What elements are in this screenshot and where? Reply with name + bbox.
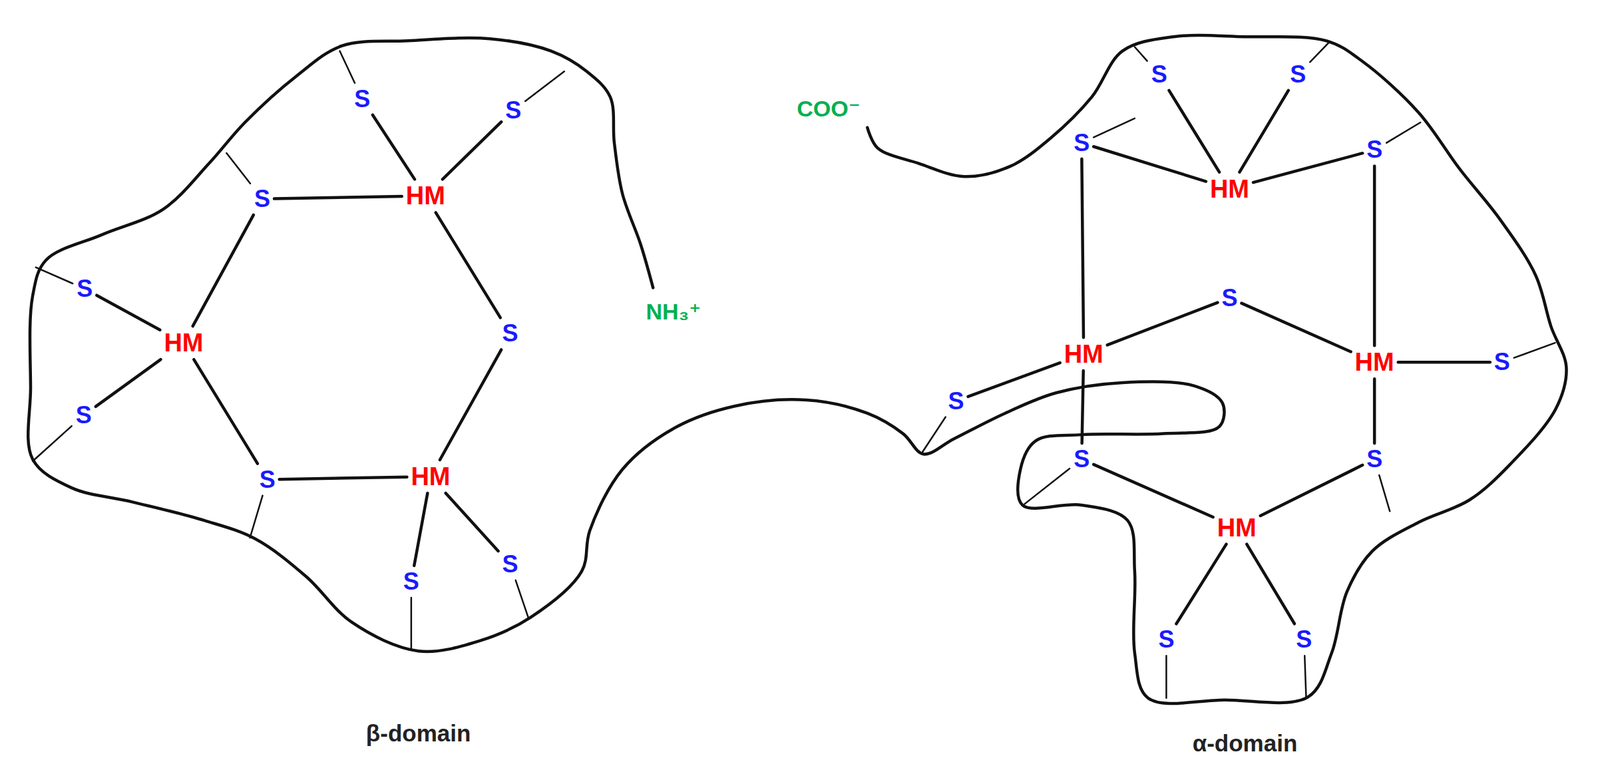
cysteine-side-chain	[515, 580, 529, 619]
metal-atom: HM	[1217, 515, 1257, 541]
cysteine-side-chain	[340, 51, 355, 84]
sulfur-atom: S	[75, 403, 92, 428]
metal-sulfur-bond	[442, 121, 502, 180]
protein-backbone	[27, 35, 1567, 704]
metal-sulfur-bond	[435, 212, 501, 318]
cysteine-side-chain	[1134, 47, 1148, 62]
metal-sulfur-bond	[95, 359, 162, 407]
sulfur-atom: S	[1494, 350, 1511, 375]
cysteine-side-chain	[1514, 342, 1556, 359]
cysteine-side-chain	[1024, 468, 1070, 504]
metal-atom: HM	[1355, 349, 1395, 375]
sulfur-atom: S	[259, 467, 276, 492]
domain-label: β-domain	[366, 720, 471, 745]
metal-sulfur-bond	[1260, 465, 1363, 516]
cysteine-side-chain	[35, 267, 74, 284]
terminus-label: COO⁻	[796, 97, 860, 120]
metal-sulfur-bond	[1176, 544, 1226, 625]
metal-atom: HM	[1064, 341, 1104, 367]
metal-atom: HM	[405, 183, 446, 209]
sulfur-atom: S	[1073, 131, 1090, 156]
sulfur-atom: S	[502, 321, 519, 346]
sulfur-atom: S	[354, 87, 371, 112]
cysteine-side-chain	[1379, 475, 1390, 512]
sulfur-atom: S	[948, 389, 965, 414]
metal-sulfur-bond	[1253, 153, 1363, 183]
sulfur-atom: S	[403, 569, 420, 594]
metal-sulfur-bond	[439, 349, 502, 460]
sulfur-atom: S	[1073, 447, 1090, 472]
metal-sulfur-bond	[1398, 360, 1491, 365]
cysteine-side-chain	[1165, 655, 1168, 698]
cysteine-side-chain	[1309, 42, 1329, 62]
sulfur-atom: S	[254, 187, 271, 211]
cysteine-side-chain	[410, 597, 413, 649]
metal-atom: HM	[1209, 176, 1250, 202]
metal-sulfur-bond	[968, 362, 1061, 397]
cysteine-side-chain	[250, 495, 263, 538]
sulfur-atom: S	[1151, 62, 1168, 87]
metal-sulfur-bond	[1168, 90, 1220, 173]
metal-atom: HM	[163, 330, 203, 356]
metal-sulfur-bond	[193, 359, 258, 464]
sulfur-atom: S	[502, 552, 519, 577]
sulfur-atom: S	[1366, 137, 1383, 162]
terminus-label: NH₃⁺	[645, 300, 701, 323]
domain-label: α-domain	[1192, 731, 1298, 755]
metal-sulfur-bond	[1373, 165, 1377, 346]
sulfur-atom: S	[76, 276, 93, 301]
sulfur-atom: S	[1289, 62, 1306, 87]
sulfur-atom: S	[1366, 447, 1383, 472]
sulfur-atom: S	[1221, 286, 1238, 311]
metal-sulfur-bond	[372, 115, 415, 180]
metal-sulfur-bond	[1241, 303, 1351, 353]
metal-atom: HM	[410, 463, 450, 490]
cysteine-side-chain	[1386, 122, 1421, 144]
metal-sulfur-bond	[193, 214, 254, 327]
metal-sulfur-bond	[1107, 302, 1218, 346]
metal-sulfur-bond	[274, 196, 402, 200]
metal-sulfur-bond	[1093, 464, 1213, 518]
metal-sulfur-bond	[96, 295, 160, 331]
metal-sulfur-bond	[279, 477, 408, 480]
cysteine-side-chain	[922, 417, 946, 453]
cysteine-side-chain	[226, 153, 251, 184]
cysteine-side-chain	[525, 71, 565, 102]
metal-sulfur-bond	[1246, 544, 1295, 625]
metal-sulfur-bond	[1081, 159, 1084, 338]
sulfur-atom: S	[1158, 627, 1175, 652]
sulfur-atom: S	[505, 98, 522, 123]
cysteine-side-chain	[32, 425, 72, 462]
cysteine-side-chain	[1304, 655, 1306, 697]
cysteine-side-chain	[1093, 118, 1135, 138]
metal-sulfur-bond	[1373, 378, 1377, 444]
sulfur-atom: S	[1295, 627, 1312, 652]
metal-sulfur-bond	[1082, 370, 1084, 444]
metal-sulfur-bond	[1093, 146, 1206, 182]
metal-sulfur-bond	[413, 493, 428, 566]
metal-sulfur-bond	[445, 493, 499, 552]
metal-sulfur-bond	[1239, 90, 1288, 173]
